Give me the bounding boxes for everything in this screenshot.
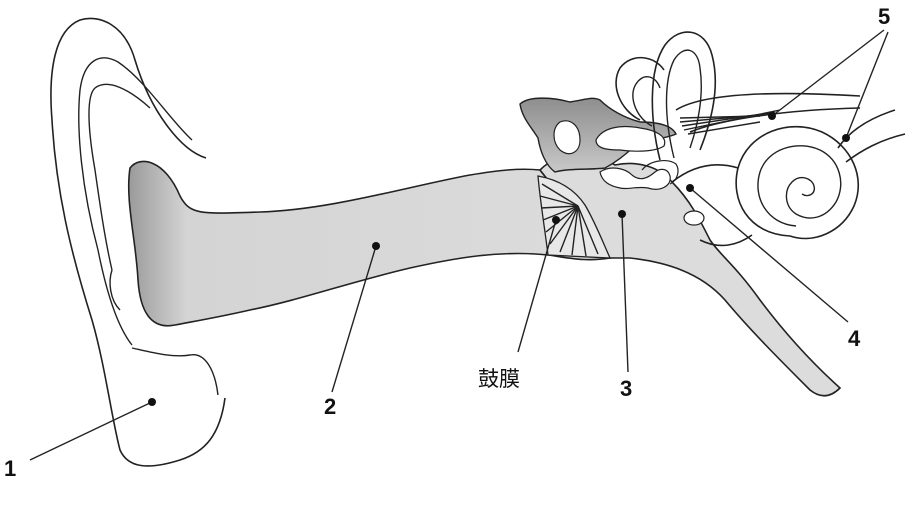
semicircular-canals [615,31,861,161]
label-inner-ear: 4 [848,326,861,351]
eardrum-rays [539,183,599,257]
cochlea [735,109,906,240]
eardrum [537,175,612,259]
vestibule [671,164,753,247]
middle-ear [538,153,842,397]
label-semicircular: 5 [878,4,890,29]
temporal-bone [519,97,677,173]
leader-lines [29,29,889,461]
label-middle-ear: 3 [620,376,632,401]
ear-canal [127,160,612,327]
vestibular-nerve [679,109,781,135]
auricle [50,17,226,467]
label-outer-ear: 1 [4,456,16,481]
label-eardrum: 鼓膜 [478,367,520,391]
label-ear-canal: 2 [324,394,336,419]
